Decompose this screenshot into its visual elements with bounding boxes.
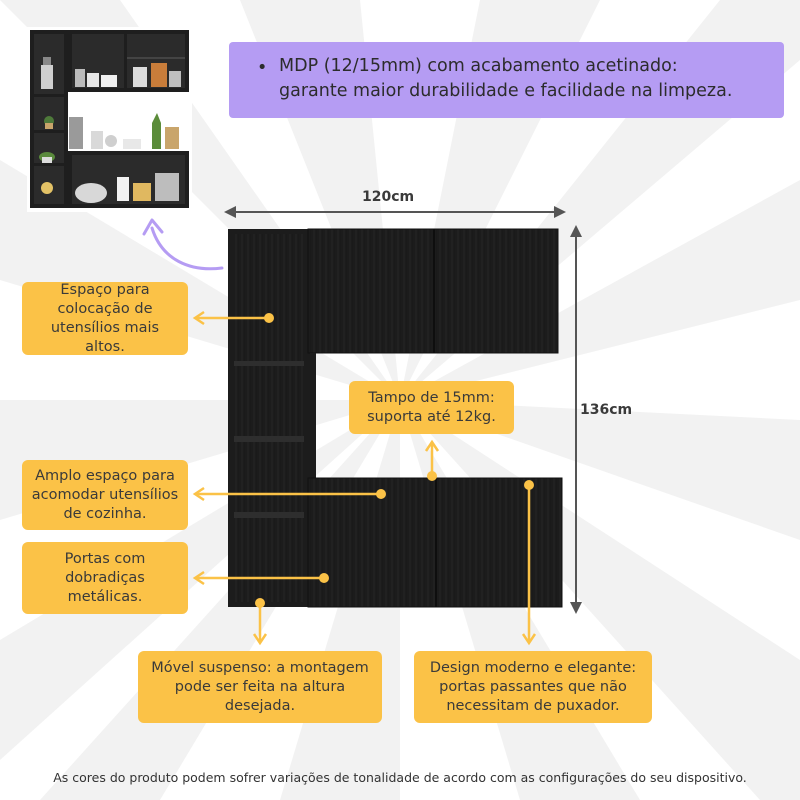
lower-door-right [435,477,563,608]
callout-hinges: Portas com dobradiças metálicas. [22,542,188,614]
callout-hinges-text: Portas com dobradiças metálicas. [64,550,146,605]
callout-tall-space-text: Espaço para colocação de utensílios mais… [50,281,160,355]
callout-suspended-text: Móvel suspenso: a montagem pode ser feit… [151,659,369,714]
callout-tall-space: Espaço para colocação de utensílios mais… [22,282,188,355]
callout-wide-space-text: Amplo espaço para acomodar utensílios de… [31,467,179,522]
width-dimension-arrow [224,206,566,218]
height-label: 136cm [580,402,633,418]
callout-countertop: Tampo de 15mm: suporta até 12kg. [349,381,514,434]
callout-countertop-text: Tampo de 15mm: suporta até 12kg. [367,389,496,425]
upper-door-left [307,228,435,354]
lower-door-left [307,477,437,608]
callout-design: Design moderno e elegante: portas passan… [414,651,652,723]
callout-suspended: Móvel suspenso: a montagem pode ser feit… [138,651,382,723]
banner-bullet: • [257,58,268,78]
height-dimension-arrow [570,225,582,614]
callout-design-text: Design moderno e elegante: portas passan… [429,659,637,714]
callout-wide-space: Amplo espaço para acomodar utensílios de… [22,460,188,530]
material-banner: • MDP (12/15mm) com acabamento acetinado… [229,42,784,118]
upper-door-right [433,228,559,354]
banner-text: MDP (12/15mm) com acabamento acetinado: … [279,56,733,101]
photo-pointer-arrow [142,218,224,271]
product-photo [27,27,192,212]
footer-disclaimer: As cores do produto podem sofrer variaçõ… [53,770,747,785]
width-label: 120cm [362,189,415,205]
